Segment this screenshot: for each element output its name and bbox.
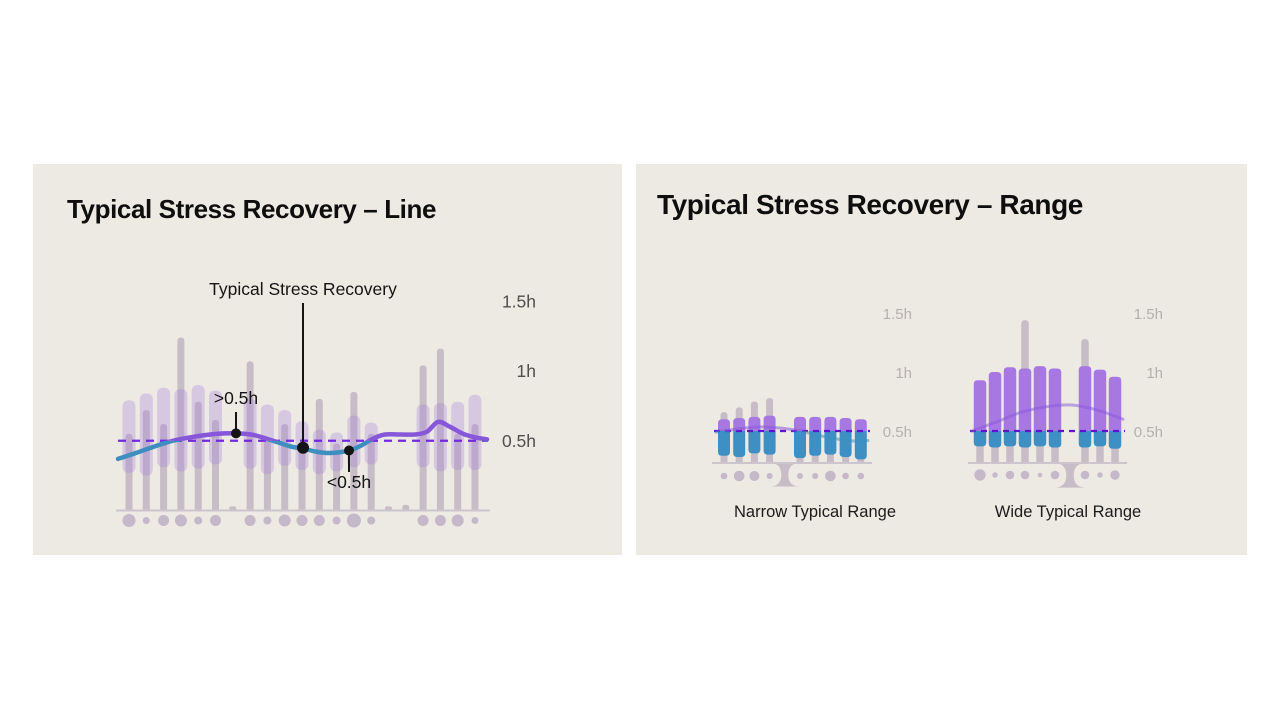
wide-range-caption: Wide Typical Range [994, 503, 1142, 521]
narrow-range-bubble-row [720, 470, 865, 482]
typical-line-spike-bars [125, 337, 479, 511]
range-charts: 1.5h 1h 0.5h 1.5h 1h 0.5h [712, 306, 1163, 488]
annotation-label: <0.5h [327, 472, 371, 492]
annotation-label: Typical Stress Recovery [209, 279, 397, 299]
wide-range-range-bars [973, 366, 1122, 449]
typical-line-ytick: 0.5h [502, 431, 536, 451]
wide-range-bubble-row [974, 469, 1120, 481]
annotation-dot [344, 445, 354, 456]
wide-range-ytick: 1.5h [1134, 306, 1163, 323]
line-chart: 1.5h 1h 0.5h Typical Stress Recovery >0.5h <0… [115, 279, 536, 528]
typical-line-ytick: 1.5h [502, 291, 536, 311]
range-chart-title: Typical Stress Recovery – Range [657, 189, 1083, 220]
typical-line-bubble-row [122, 513, 479, 528]
narrow-range-range-bars [718, 415, 867, 460]
typical-line-ytick: 1h [517, 361, 536, 381]
typical-line-range-bars [122, 384, 482, 476]
narrow-range-caption: Narrow Typical Range [733, 503, 897, 521]
wide-range-ytick: 0.5h [1134, 424, 1163, 441]
line-chart-panel: Typical Stress Recovery – Line 1.5h 1h 0.5… [33, 164, 622, 555]
wide-range-ytick: 1h [1146, 365, 1163, 382]
narrow-range-ytick: 1.5h [883, 306, 912, 323]
narrow-range-ytick: 1h [895, 365, 912, 382]
annotation-dot [231, 428, 241, 439]
range-chart-panel: Typical Stress Recovery – Range 1.5h 1h 0.… [636, 164, 1247, 555]
annotation-label: >0.5h [214, 388, 258, 408]
line-chart-title: Typical Stress Recovery – Line [67, 194, 437, 224]
annotation-dot [297, 441, 309, 454]
narrow-range-ytick: 0.5h [883, 424, 912, 441]
